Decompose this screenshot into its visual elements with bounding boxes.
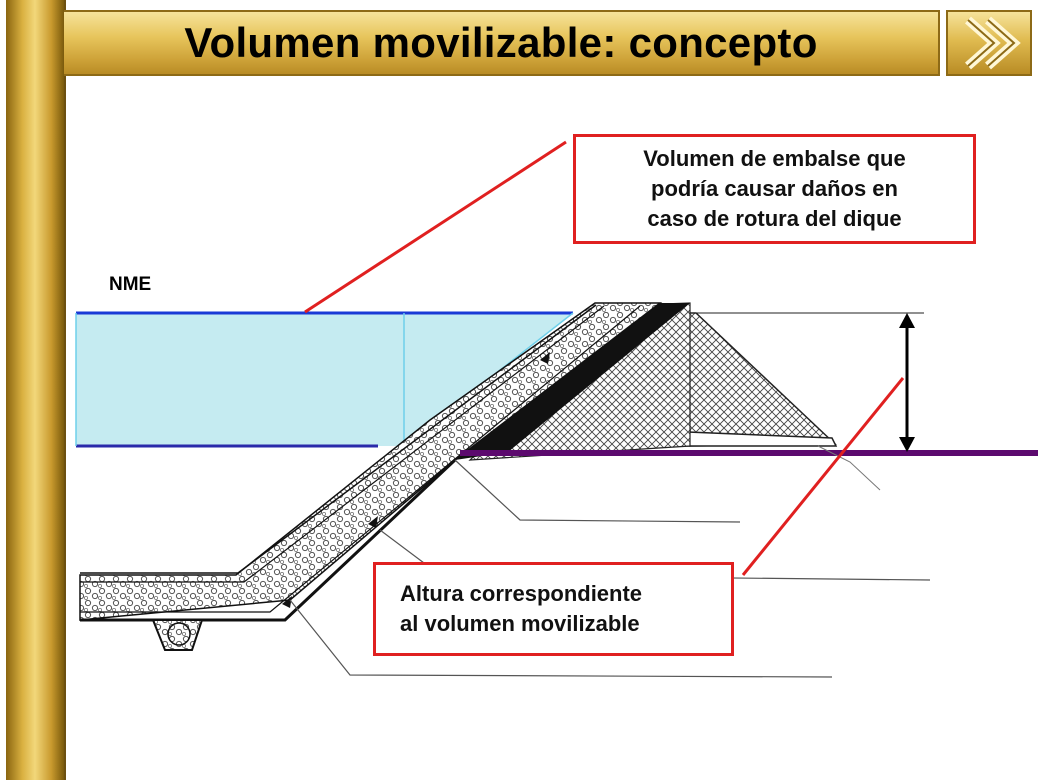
callout-top-leader [304, 140, 567, 314]
callout-mobilizable-height: Altura correspondiente al volumen movili… [373, 562, 734, 656]
height-dimension [690, 312, 924, 452]
arrow-down-icon [899, 437, 915, 452]
chevron-right-icon [965, 16, 1021, 70]
nme-label: NME [109, 274, 152, 295]
dam-cross-section [79, 302, 838, 651]
callout-line: Altura correspondiente [400, 581, 643, 606]
arrow-up-icon [899, 313, 915, 328]
page-title: Volumen movilizable: concepto [184, 19, 818, 66]
left-decorative-bar [6, 0, 66, 780]
callout-reservoir-volume: Volumen de embalse que podría causar dañ… [573, 134, 976, 244]
callout-line: podría causar daños en [651, 176, 898, 201]
next-slide-button[interactable] [946, 10, 1032, 76]
callout-line: Volumen de embalse que [643, 146, 906, 171]
callout-line: caso de rotura del dique [647, 206, 902, 231]
title-banner: Volumen movilizable: concepto [64, 10, 940, 76]
callout-bottom-leader [741, 377, 905, 576]
terrain [289, 445, 1038, 678]
callout-line: al volumen movilizable [400, 611, 640, 636]
